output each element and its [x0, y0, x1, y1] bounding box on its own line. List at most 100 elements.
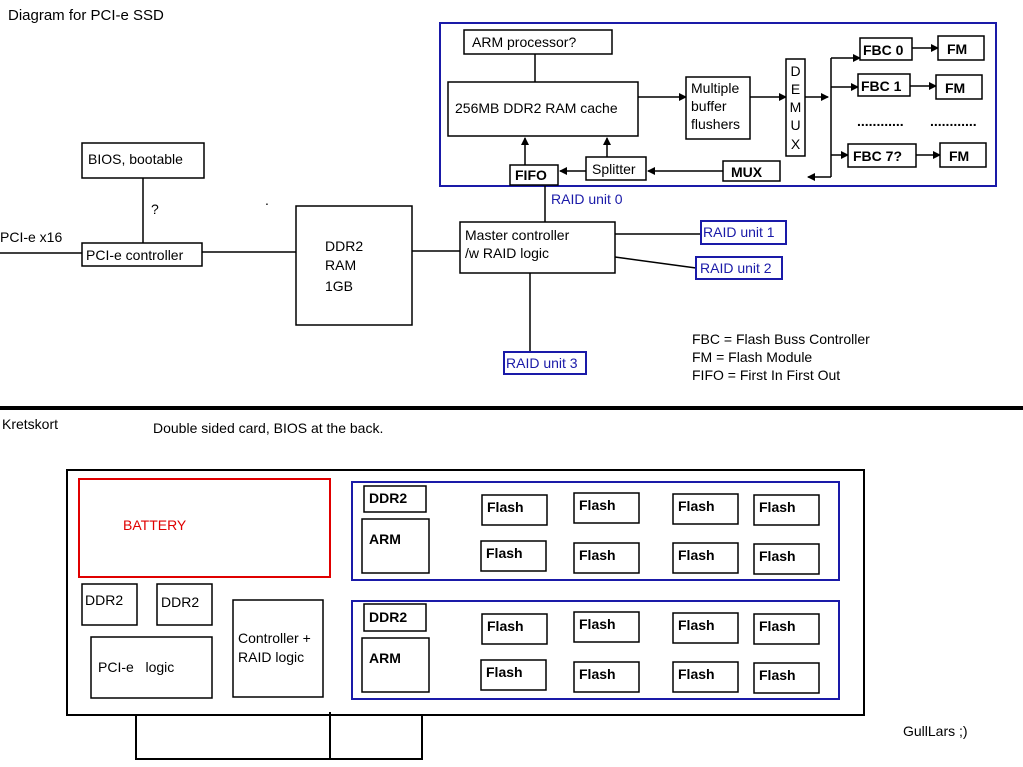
raid-unit-0-label: RAID unit 0 [551, 191, 623, 207]
flash-chip [480, 540, 547, 572]
master-controller-box [459, 221, 616, 274]
mux-label: MUX [731, 164, 763, 180]
flash-chip-label: Flash [487, 618, 524, 634]
raid-unit-3-label: RAID unit 3 [506, 355, 578, 371]
raid-unit-1-box [700, 220, 787, 245]
battery-box [78, 478, 331, 578]
controller-raid-box [232, 599, 324, 698]
flash-chip [573, 611, 640, 643]
flash-chip [481, 613, 548, 645]
fm-7-label: FM [949, 148, 969, 164]
pcie-logic-label: PCI-e logic [98, 659, 174, 675]
fm-0-label: FM [947, 41, 967, 57]
demux-box [785, 58, 806, 157]
demux-letter-u: U [790, 117, 800, 133]
flash-chip-label: Flash [579, 497, 616, 513]
flash-chip [672, 612, 739, 644]
card-ddr2-right-box [156, 583, 213, 626]
flash-chip [573, 492, 640, 524]
card-ddr2-left-box [81, 583, 138, 626]
ddr2-ram-line-2: RAM [325, 257, 356, 273]
author-signature: GullLars ;) [903, 723, 968, 739]
raid-unit-2-label: RAID unit 2 [700, 260, 772, 276]
section-divider [0, 406, 1023, 410]
kretskort-label: Kretskort [2, 416, 58, 432]
fifo-label: FIFO [515, 167, 547, 183]
raid-unit-1-label: RAID unit 1 [703, 224, 775, 240]
flash-chip-label: Flash [759, 548, 796, 564]
flash-module-2-box [351, 600, 840, 700]
legend-fm: FM = Flash Module [692, 349, 812, 365]
flash-chip-label: Flash [759, 618, 796, 634]
stray-dot: . [265, 192, 269, 208]
flash-chip [573, 542, 640, 574]
card-note: Double sided card, BIOS at the back. [153, 420, 383, 436]
flash-chip-label: Flash [678, 666, 715, 682]
module-1-arm-box [361, 518, 430, 574]
flash-chip [672, 493, 739, 525]
card-ddr2-left-label: DDR2 [85, 592, 123, 608]
card-edge-connector [135, 715, 423, 760]
bios-question-mark: ? [151, 201, 159, 217]
flash-chip [672, 661, 739, 693]
module-2-ddr2-box [363, 603, 427, 632]
pcie-controller-label: PCI-e controller [86, 247, 184, 263]
module-2-arm-label: ARM [369, 650, 401, 666]
controller-raid-line-2: RAID logic [238, 649, 304, 665]
bios-box [81, 142, 205, 179]
flash-chip [481, 494, 548, 526]
demux-letter-d: D [790, 63, 800, 79]
fm-0-box [937, 35, 985, 61]
ddr2-ram-line-1: DDR2 [325, 238, 363, 254]
flash-chip [753, 613, 820, 645]
ram-cache-box [447, 81, 639, 137]
master-controller-line-2: /w RAID logic [465, 245, 549, 261]
flash-chip-label: Flash [486, 545, 523, 561]
legend-fbc: FBC = Flash Buss Controller [692, 331, 870, 347]
master-controller-line-1: Master controller [465, 227, 570, 243]
splitter-box [585, 156, 647, 181]
demux-letter-m: M [790, 99, 802, 115]
pcie-logic-box [90, 636, 213, 699]
flash-chip-label: Flash [678, 617, 715, 633]
arm-processor-label: ARM processor? [472, 34, 576, 50]
battery-label: BATTERY [123, 517, 187, 533]
flash-chip-label: Flash [579, 547, 616, 563]
flash-chip-label: Flash [759, 667, 796, 683]
raid-unit-0-box [439, 22, 997, 187]
demux-letter-e: E [791, 81, 800, 97]
fbc-0-box [859, 37, 913, 61]
controller-raid-line-1: Controller + [238, 630, 311, 646]
fbc-7-label: FBC 7? [853, 148, 902, 164]
ddr2-ram-line-3: 1GB [325, 278, 353, 294]
flash-module-1-box [351, 481, 840, 581]
card-ddr2-right-label: DDR2 [161, 594, 199, 610]
raid-unit-3-box [503, 351, 587, 375]
flash-chip-label: Flash [678, 498, 715, 514]
buffer-flushers-box [685, 76, 751, 140]
ram-cache-label: 256MB DDR2 RAM cache [455, 100, 618, 116]
fifo-box [509, 164, 559, 186]
arm-processor-box [463, 29, 613, 55]
module-2-arm-box [361, 637, 430, 693]
flash-chip [480, 659, 547, 691]
diagram-title: Diagram for PCI-e SSD [8, 7, 164, 24]
module-1-ddr2-box [363, 485, 427, 513]
ddr2-ram-box [295, 205, 413, 326]
demux-letter-x: X [791, 136, 801, 152]
bios-label: BIOS, bootable [88, 151, 183, 167]
splitter-label: Splitter [592, 161, 636, 177]
fbc-0-label: FBC 0 [863, 42, 904, 58]
fm-1-box [935, 74, 983, 100]
pcie-x16-label: PCI-e x16 [0, 229, 62, 245]
pcie-controller-box [81, 242, 203, 267]
legend-fifo: FIFO = First In First Out [692, 367, 840, 383]
flash-chip-label: Flash [486, 664, 523, 680]
buffer-flushers-line-3: flushers [691, 116, 740, 132]
flash-chip-label: Flash [678, 547, 715, 563]
flash-chip [573, 661, 640, 693]
fbc-1-box [857, 73, 911, 97]
flash-chip-label: Flash [487, 499, 524, 515]
module-1-arm-label: ARM [369, 531, 401, 547]
